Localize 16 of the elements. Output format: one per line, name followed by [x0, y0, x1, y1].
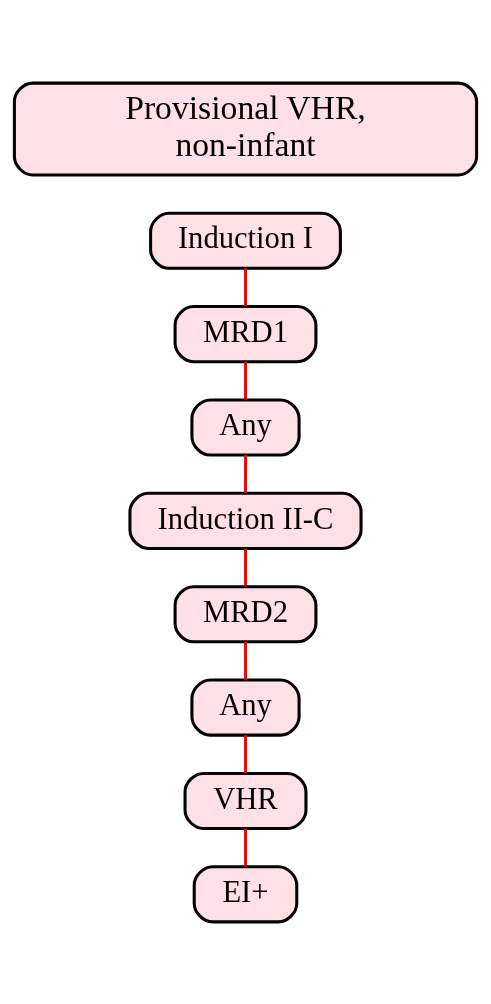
node-box: MRD1	[173, 304, 318, 363]
connector	[243, 828, 248, 866]
connector	[243, 641, 248, 680]
connector	[243, 548, 248, 586]
node-box: Any	[190, 678, 301, 737]
connector	[243, 361, 248, 400]
node-box: MRD2	[173, 584, 318, 643]
node-box: Induction I	[149, 211, 342, 270]
connector	[243, 267, 248, 306]
node-box: EI+	[192, 864, 299, 923]
connector	[243, 454, 248, 493]
connector	[243, 734, 248, 773]
node-box: Induction II-C	[128, 491, 363, 550]
node-box: VHR	[183, 771, 308, 830]
node-box: Provisional VHR, non-infant	[12, 81, 479, 176]
node-box: Any	[190, 397, 301, 457]
